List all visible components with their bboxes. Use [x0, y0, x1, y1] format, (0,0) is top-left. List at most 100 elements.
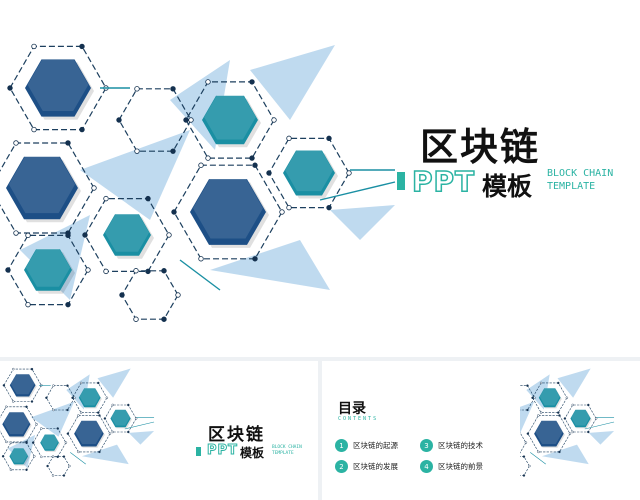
network-node-dot: [98, 450, 101, 454]
hexagon-highlight: [75, 420, 103, 444]
solid-hexagon: [110, 409, 131, 428]
circuit-connector-line: [179, 259, 221, 291]
contents-item[interactable]: 3 区块链的技术: [420, 439, 483, 452]
network-node-dot: [30, 400, 34, 403]
hexagon-highlight: [79, 388, 100, 406]
network-node-dot: [531, 396, 534, 399]
network-node-dot: [571, 403, 574, 407]
solid-hexagon: [9, 374, 36, 397]
solid-hexagon: [2, 412, 31, 437]
network-node-dot: [558, 450, 561, 454]
network-node-dot: [205, 155, 211, 161]
item-number-badge: 1: [335, 439, 348, 452]
circuit-connector-line: [124, 421, 155, 430]
network-node-dot: [77, 414, 80, 417]
network-node-dot: [326, 135, 332, 142]
network-node-dot: [286, 135, 292, 142]
network-node-dot: [557, 411, 560, 414]
network-node-dot: [563, 417, 567, 420]
network-node-dot: [52, 384, 55, 387]
network-node-dot: [522, 455, 526, 458]
network-node-dot: [64, 441, 68, 444]
light-blue-triangle-shape: [128, 430, 155, 445]
network-node-dot: [51, 474, 55, 477]
light-blue-triangle-shape: [80, 130, 190, 220]
network-node-dot: [35, 423, 38, 426]
network-node-dot: [537, 450, 540, 454]
network-node-dot: [65, 301, 71, 308]
hexagon-highlight: [539, 388, 560, 406]
network-node-dot: [31, 126, 37, 133]
network-node-dot: [594, 417, 598, 420]
ppt-word: PPT: [411, 164, 476, 199]
hexagon-highlight: [535, 420, 563, 444]
title-connector-bar: [397, 172, 405, 190]
solid-hexagon: [103, 214, 151, 256]
item-label: 区块链的前景: [438, 462, 483, 471]
light-blue-triangle-shape: [541, 444, 589, 465]
network-node-dot: [85, 267, 91, 273]
item-number-badge: 4: [420, 460, 433, 473]
network-node-dot: [170, 148, 176, 154]
light-blue-triangle-shape: [31, 401, 75, 437]
network-node-dot: [133, 268, 139, 274]
solid-hexagon: [78, 388, 101, 408]
thumbnail-cover-slide[interactable]: 区块链 PPT 模板 BLOCK CHAIN TEMPLATE: [0, 361, 318, 500]
solid-hexagon: [6, 156, 78, 220]
thumbnail-contents-slide[interactable]: 目录 CONTENTS 1 区块链的起源 3 区块链的技术 2 区块链的发展 4…: [322, 361, 640, 500]
network-node-dot: [66, 432, 70, 435]
network-node-dot: [73, 396, 76, 399]
hexagon-highlight: [571, 409, 590, 426]
network-node-dot: [565, 396, 569, 399]
network-node-dot: [9, 441, 13, 444]
network-node-dot: [62, 474, 66, 477]
network-node-dot: [97, 411, 100, 414]
circuit-connector-line: [584, 421, 615, 430]
network-node-dot: [252, 162, 258, 168]
network-node-dot: [116, 117, 122, 123]
hexagon-highlight: [204, 94, 256, 140]
network-node-dot: [31, 43, 37, 50]
network-node-dot: [65, 140, 71, 146]
cover-slide[interactable]: 区块链 PPT 模板 BLOCK CHAIN TEMPLATE: [0, 0, 640, 357]
network-node-dot: [25, 301, 31, 308]
network-node-dot: [161, 268, 167, 274]
light-blue-triangle-shape: [210, 240, 330, 290]
network-node-dot: [161, 316, 167, 322]
network-node-dot: [266, 170, 272, 176]
network-node-dot: [526, 408, 529, 412]
network-node-dot: [249, 79, 255, 85]
contents-item[interactable]: 2 区块链的发展: [335, 460, 398, 473]
solid-hexagon: [570, 409, 591, 428]
network-node-dot: [587, 430, 590, 434]
solid-hexagon: [25, 59, 91, 117]
english-subtitle-line1: BLOCK CHAIN: [547, 168, 614, 179]
network-node-dot: [111, 403, 114, 407]
network-node-dot: [537, 414, 540, 417]
network-node-dot: [40, 427, 43, 430]
solid-hexagon: [534, 420, 564, 447]
item-number-badge: 2: [335, 460, 348, 473]
network-node-dot: [25, 441, 28, 444]
network-node-dot: [66, 384, 69, 387]
network-node-dot: [198, 256, 204, 262]
hexagon-outline-frame: [47, 456, 70, 476]
network-node-dot: [25, 405, 28, 408]
contents-item[interactable]: 4 区块链的前景: [420, 460, 483, 473]
hexagon-highlight: [10, 447, 28, 463]
contents-item[interactable]: 1 区块链的起源: [335, 439, 398, 452]
network-node-dot: [528, 464, 531, 468]
network-node-dot: [171, 209, 177, 215]
network-node-dot: [175, 292, 181, 298]
network-node-dot: [108, 432, 112, 435]
network-node-dot: [524, 441, 528, 444]
network-node-dot: [12, 367, 15, 371]
network-node-dot: [133, 316, 139, 322]
hexagon-highlight: [40, 434, 59, 450]
network-node-dot: [52, 408, 55, 412]
network-node-dot: [103, 268, 109, 275]
hexagon-highlight: [8, 155, 76, 214]
network-node-dot: [5, 267, 11, 273]
network-node-dot: [98, 414, 101, 417]
item-number-badge: 3: [420, 439, 433, 452]
